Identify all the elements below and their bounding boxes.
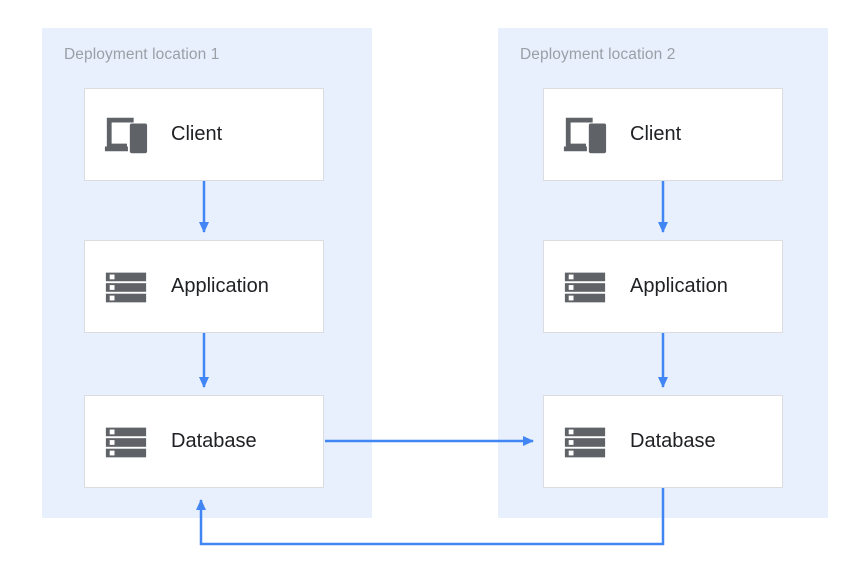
client-devices-icon bbox=[563, 117, 607, 153]
server-stack-icon bbox=[564, 427, 606, 457]
node-client-1-label: Client bbox=[171, 123, 223, 145]
node-client-2[interactable]: Client bbox=[543, 88, 783, 181]
node-client-2-label: Client bbox=[630, 123, 682, 145]
node-application-1-label: Application bbox=[171, 275, 269, 297]
node-database-1[interactable]: Database bbox=[84, 395, 324, 488]
server-stack-icon bbox=[105, 427, 147, 457]
server-stack-icon bbox=[105, 272, 147, 302]
node-application-1[interactable]: Application bbox=[84, 240, 324, 333]
node-database-1-label: Database bbox=[171, 430, 257, 452]
zone-2-label: Deployment location 2 bbox=[520, 46, 676, 63]
node-application-2-label: Application bbox=[630, 275, 728, 297]
node-client-1[interactable]: Client bbox=[84, 88, 324, 181]
node-application-2[interactable]: Application bbox=[543, 240, 783, 333]
node-database-2-label: Database bbox=[630, 430, 716, 452]
server-stack-icon bbox=[564, 272, 606, 302]
client-devices-icon bbox=[104, 117, 148, 153]
node-database-2[interactable]: Database bbox=[543, 395, 783, 488]
zone-1-label: Deployment location 1 bbox=[64, 46, 220, 63]
